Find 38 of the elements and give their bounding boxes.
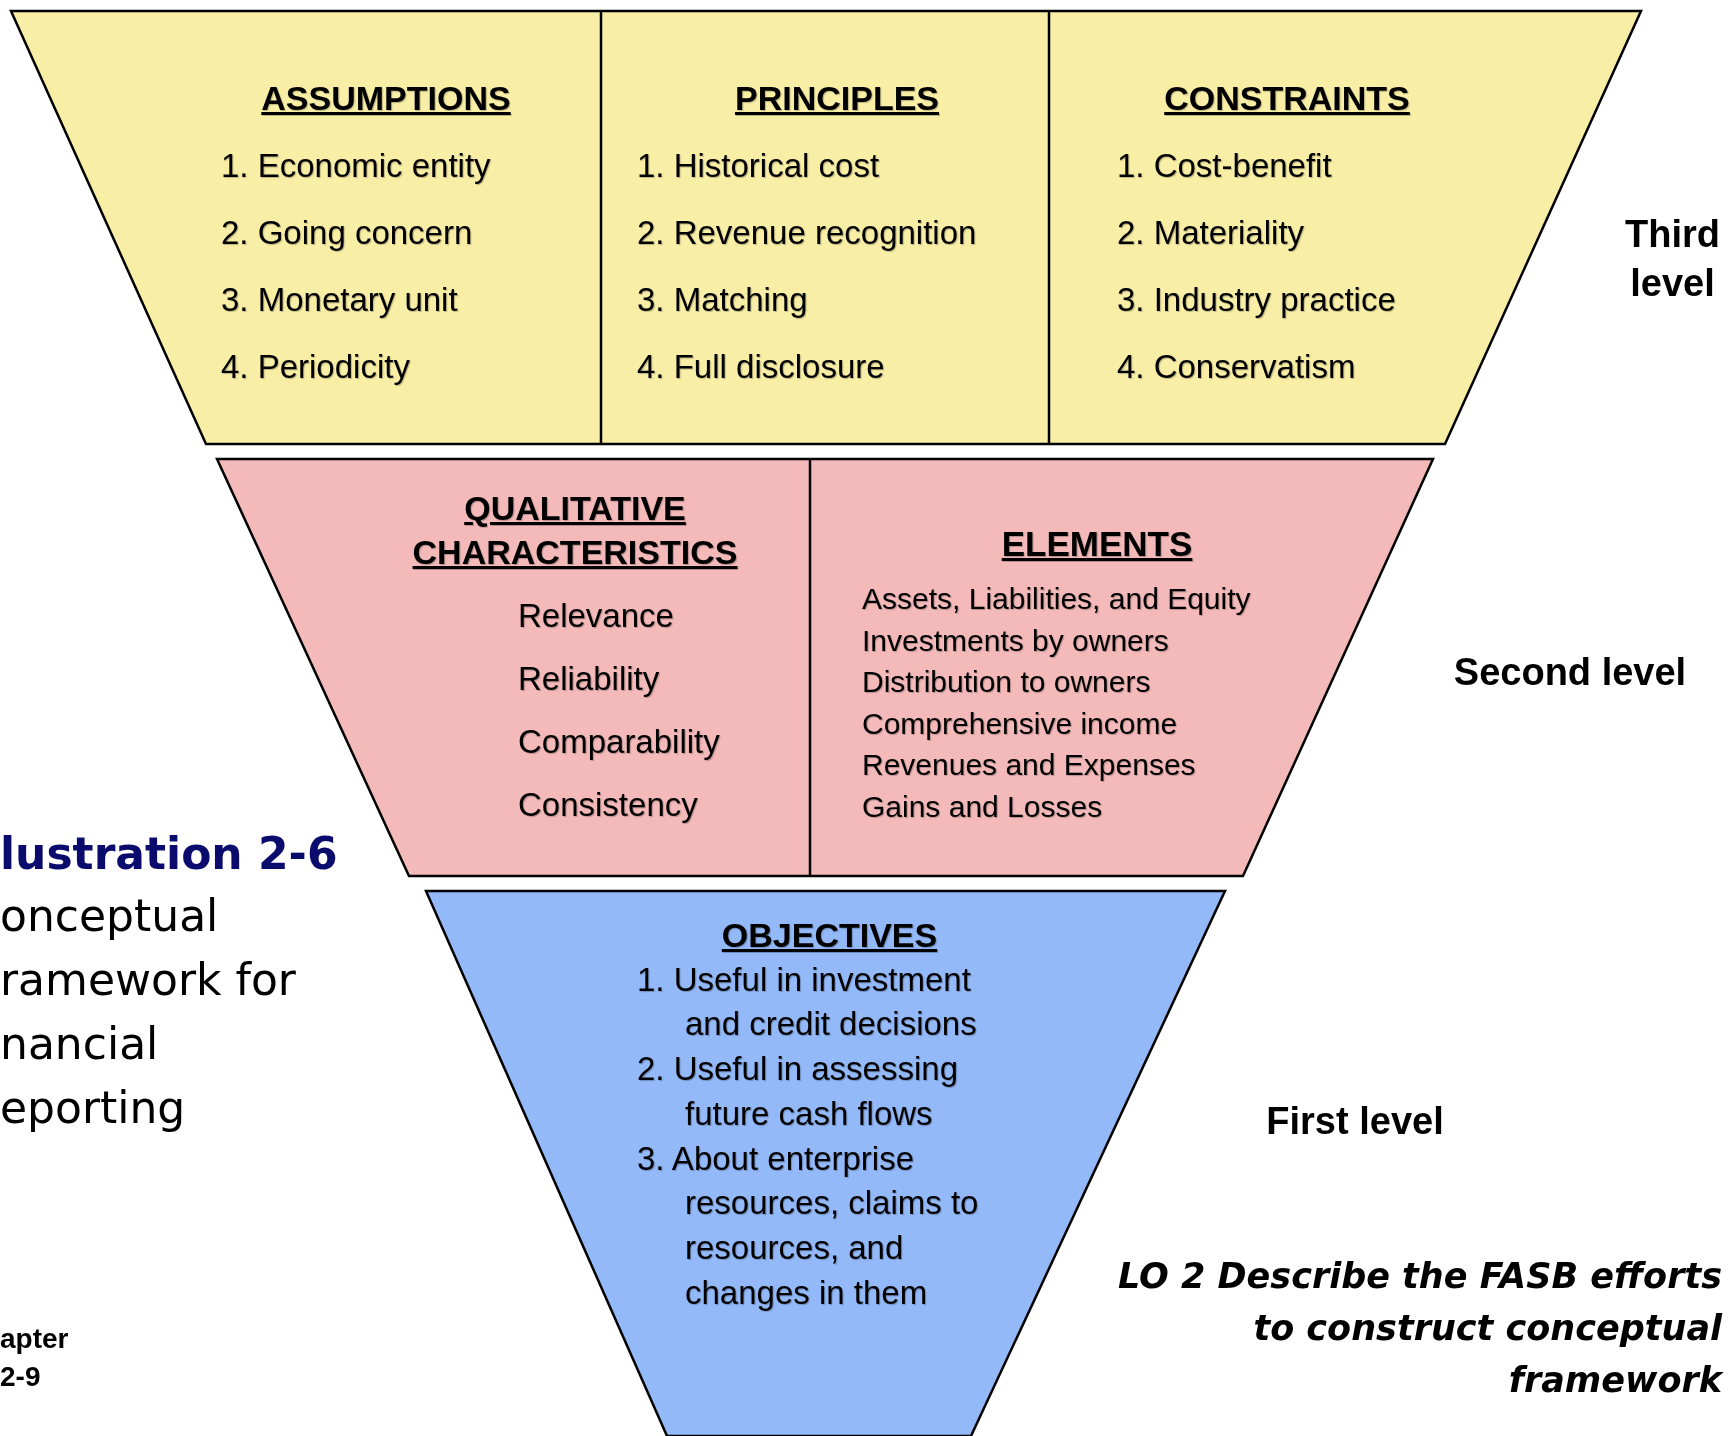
- list-item: Investments by owners: [862, 622, 1170, 659]
- list-item: 1. Economic entity: [221, 146, 492, 186]
- list-item: 4. Periodicity: [221, 347, 411, 387]
- level-label: Third level: [1624, 212, 1721, 307]
- list-item: 2. Useful in assessing future cash flows: [637, 1049, 959, 1134]
- list-item: Distribution to owners: [862, 664, 1152, 700]
- list-item: Reliability: [517, 659, 661, 699]
- level-label: Second level: [1452, 650, 1688, 695]
- list-item: Assets, Liabilities, and Equity: [862, 581, 1252, 617]
- list-item: 3. Matching: [637, 280, 809, 320]
- list-item: 3. Industry practice: [1117, 280, 1397, 320]
- list-item: 2. Going concern: [221, 213, 474, 253]
- section-heading: QUALITATIVE CHARACTERISTICS: [411, 488, 739, 573]
- list-item: 1. Useful in investment and credit decisions: [637, 959, 978, 1045]
- section-heading: ELEMENTS: [1000, 523, 1194, 565]
- section-heading: PRINCIPLES: [733, 78, 940, 119]
- illustration-title: lustration 2-6: [0, 827, 339, 881]
- list-item: Comparability: [517, 722, 721, 762]
- section-heading: OBJECTIVES: [720, 915, 939, 956]
- diagram-caption: onceptual ramework for nancial eporting: [0, 889, 297, 1135]
- list-item: 1. Cost-benefit: [1117, 146, 1333, 186]
- list-item: Gains and Losses: [862, 788, 1104, 825]
- list-item: 3. About enterprise resources, claims to resources, and changes in them: [637, 1138, 980, 1313]
- list-item: 4. Full disclosure: [637, 347, 886, 387]
- list-item: 4. Conservatism: [1117, 347, 1357, 387]
- list-item: 1. Historical cost: [637, 146, 881, 186]
- level-label: First level: [1265, 1099, 1445, 1144]
- list-item: 2. Revenue recognition: [637, 213, 978, 253]
- section-heading: CONSTRAINTS: [1163, 78, 1411, 119]
- list-item: Relevance: [517, 596, 675, 636]
- list-item: 3. Monetary unit: [221, 280, 459, 320]
- list-item: Revenues and Expenses: [862, 747, 1197, 783]
- list-item: 2. Materiality: [1117, 213, 1306, 253]
- section-heading: ASSUMPTIONS: [260, 78, 512, 119]
- page-reference: apter 2-9: [0, 1322, 70, 1394]
- list-item: Consistency: [517, 785, 699, 825]
- learning-objective: LO 2 Describe the FASB efforts to construct conceptual framework: [1117, 1255, 1722, 1402]
- list-item: Comprehensive income: [862, 705, 1179, 742]
